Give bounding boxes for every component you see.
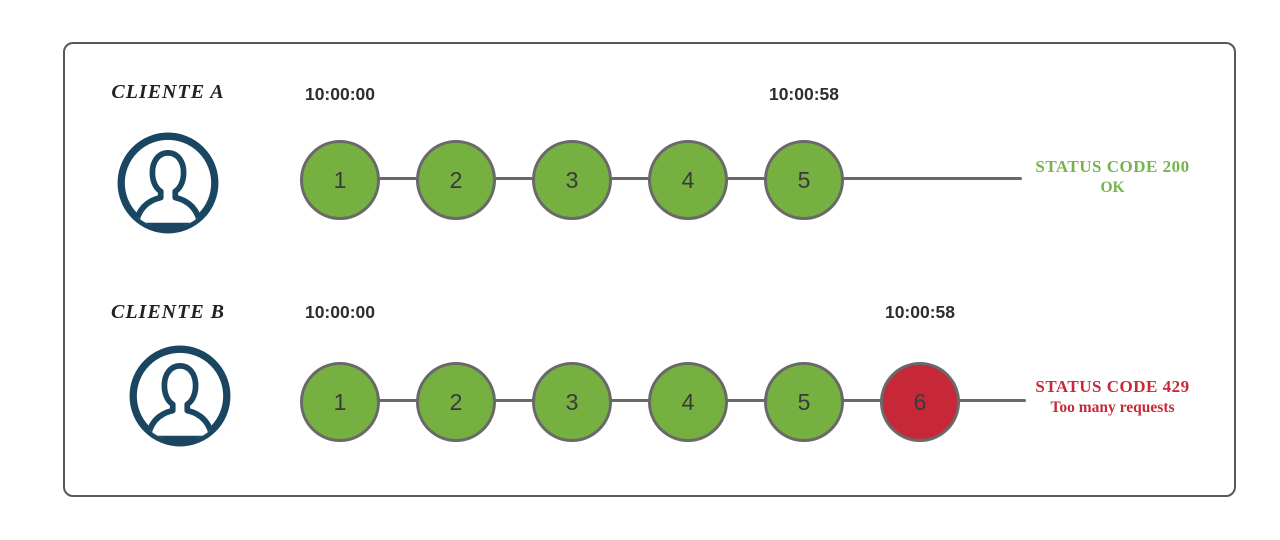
diagram-border-box <box>63 42 1236 497</box>
